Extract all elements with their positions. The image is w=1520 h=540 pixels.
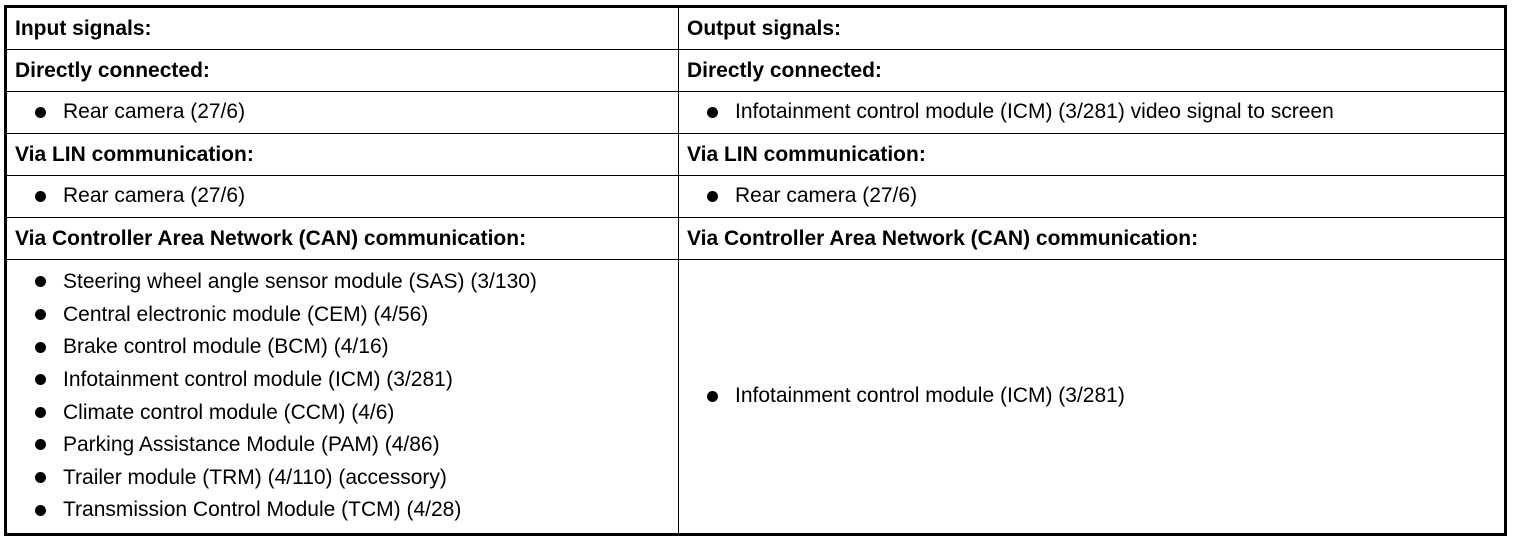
list-item: Rear camera (27/6)	[687, 180, 917, 213]
bullet-icon	[35, 276, 46, 288]
list-item: Steering wheel angle sensor module (SAS)…	[15, 266, 537, 299]
output-lin-list: Rear camera (27/6)	[687, 180, 917, 213]
input-lin-label-cell: Via LIN communication:	[7, 134, 679, 176]
input-directly-connected-items: Rear camera (27/6)	[7, 92, 679, 134]
input-signals-header: Input signals:	[7, 8, 679, 50]
input-directly-connected-label: Directly connected:	[15, 58, 210, 82]
bullet-icon	[35, 106, 46, 118]
list-item: Trailer module (TRM) (4/110) (accessory)	[15, 462, 537, 495]
list-item: Parking Assistance Module (PAM) (4/86)	[15, 429, 537, 462]
input-lin-list: Rear camera (27/6)	[15, 180, 245, 213]
input-signals-title: Input signals:	[15, 16, 152, 40]
bullet-icon	[35, 504, 46, 516]
output-directly-connected-list: Infotainment control module (ICM) (3/281…	[687, 96, 1334, 129]
list-item: Infotainment control module (ICM) (3/281…	[687, 380, 1125, 413]
bullet-icon	[35, 341, 46, 353]
output-directly-connected-items: Infotainment control module (ICM) (3/281…	[679, 92, 1504, 134]
bullet-icon	[35, 439, 46, 451]
output-directly-connected-label-cell: Directly connected:	[679, 50, 1504, 92]
output-lin-items: Rear camera (27/6)	[679, 176, 1504, 218]
output-signals-title: Output signals:	[687, 16, 841, 40]
input-directly-connected-list: Rear camera (27/6)	[15, 96, 245, 129]
input-can-label: Via Controller Area Network (CAN) commun…	[15, 226, 527, 250]
output-directly-connected-label: Directly connected:	[687, 58, 882, 82]
list-item: Climate control module (CCM) (4/6)	[15, 397, 537, 430]
input-directly-connected-label-cell: Directly connected:	[7, 50, 679, 92]
input-can-items: Steering wheel angle sensor module (SAS)…	[7, 260, 679, 533]
output-lin-label: Via LIN communication:	[687, 142, 926, 166]
list-item: Central electronic module (CEM) (4/56)	[15, 299, 537, 332]
signals-table: Input signals: Output signals: Directly …	[4, 5, 1507, 536]
list-item: Rear camera (27/6)	[15, 96, 245, 129]
output-can-label-cell: Via Controller Area Network (CAN) commun…	[679, 218, 1504, 260]
list-item: Rear camera (27/6)	[15, 180, 245, 213]
list-item: Transmission Control Module (TCM) (4/28)	[15, 494, 537, 527]
input-can-label-cell: Via Controller Area Network (CAN) commun…	[7, 218, 679, 260]
output-lin-label-cell: Via LIN communication:	[679, 134, 1504, 176]
list-item: Infotainment control module (ICM) (3/281…	[15, 364, 537, 397]
bullet-icon	[707, 390, 718, 402]
input-lin-items: Rear camera (27/6)	[7, 176, 679, 218]
output-can-list: Infotainment control module (ICM) (3/281…	[687, 380, 1125, 413]
bullet-icon	[707, 106, 718, 118]
list-item: Brake control module (BCM) (4/16)	[15, 331, 537, 364]
bullet-icon	[35, 190, 46, 202]
bullet-icon	[35, 374, 46, 386]
output-can-items: Infotainment control module (ICM) (3/281…	[679, 260, 1504, 533]
input-can-list: Steering wheel angle sensor module (SAS)…	[15, 266, 537, 527]
bullet-icon	[707, 190, 718, 202]
bullet-icon	[35, 471, 46, 483]
output-signals-header: Output signals:	[679, 8, 1504, 50]
bullet-icon	[35, 406, 46, 418]
bullet-icon	[35, 309, 46, 321]
input-lin-label: Via LIN communication:	[15, 142, 254, 166]
output-can-label: Via Controller Area Network (CAN) commun…	[687, 226, 1199, 250]
list-item: Infotainment control module (ICM) (3/281…	[687, 96, 1334, 129]
